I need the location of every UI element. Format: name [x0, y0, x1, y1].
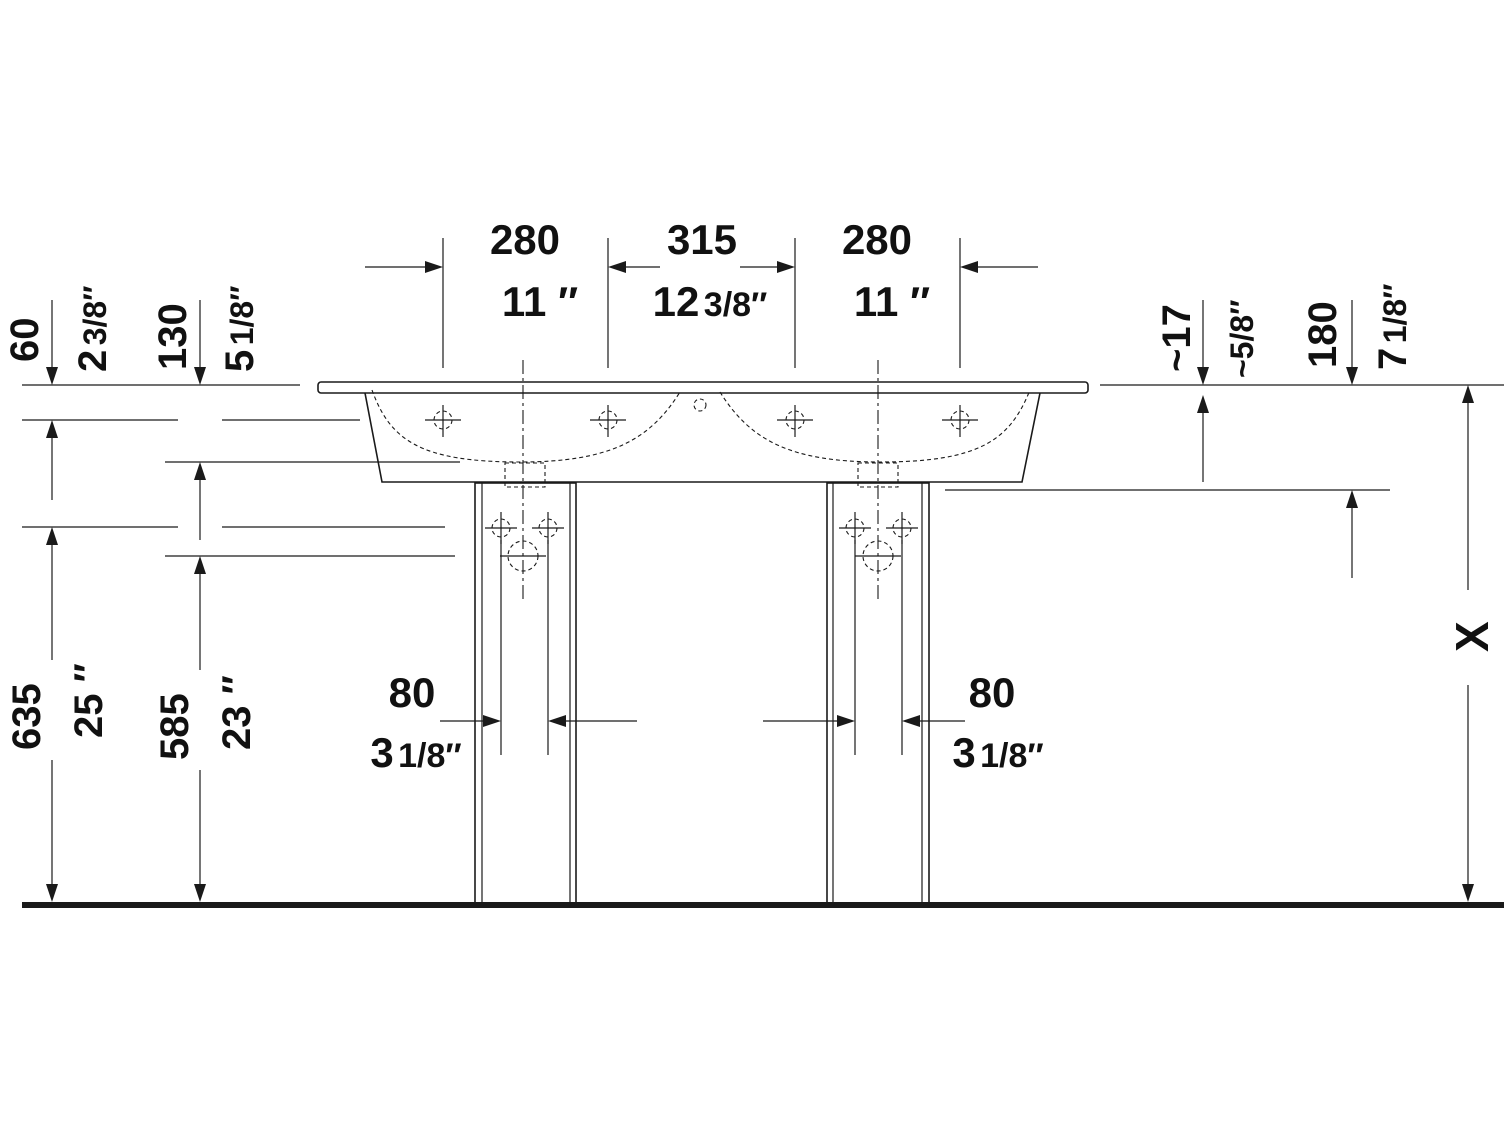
tap-hole-marker-4 [942, 405, 978, 437]
top-center-mm-label: 315 [667, 216, 737, 263]
right-bowl-outline [719, 389, 1031, 463]
left-rim-inch-label: 2 3/8″ [71, 285, 115, 372]
right-leg-mm-label: 80 [969, 669, 1016, 716]
right-rim-inch-label: ~5/8″ [1224, 300, 1260, 379]
variable-height-arrow [1462, 385, 1474, 902]
variable-height-label: X [1446, 621, 1498, 652]
right-depth-mm-label: 180 [1301, 301, 1345, 368]
right-depth-inch-label: 7 1/8″ [1371, 283, 1415, 370]
right-depth-arrow [1346, 300, 1358, 578]
right-leg [826, 482, 930, 904]
right-leg-inch-whole: 3 [952, 729, 975, 776]
left-height-inch-label: 25 ″ [67, 663, 111, 738]
left-height-635-arrow [46, 527, 58, 902]
left-bowl-outline [371, 389, 681, 463]
right-rim-mm-label: ~17 [1155, 304, 1199, 372]
tap-hole-marker-2 [590, 405, 626, 437]
basin-rim [317, 381, 1089, 394]
left-leg-inch-label: 3 1/8″ [370, 729, 461, 776]
top-center-inch-frac: 3/8″ [704, 286, 768, 324]
left-depth-mm-label: 130 [151, 303, 195, 370]
left-drain-height-inch-label: 23 ″ [215, 675, 259, 750]
left-depth-inch-whole: 5 [218, 350, 262, 372]
right-leg-inch-label: 3 1/8″ [952, 729, 1043, 776]
left-leg-inch-frac: 1/8″ [398, 737, 462, 775]
top-dim-left-arrow [365, 261, 443, 273]
left-depth-arrow [194, 300, 206, 540]
tap-hole-marker-1 [425, 405, 461, 437]
basin-body [364, 392, 1041, 483]
top-right-inch-label: 11 ″ [854, 278, 930, 325]
top-left-inch-label: 11 ″ [502, 278, 578, 325]
right-rim-arrow [1197, 300, 1209, 482]
left-height-mm-label: 635 [5, 683, 49, 750]
right-leg-inch-frac: 1/8″ [980, 737, 1044, 775]
top-right-mm-label: 280 [842, 216, 912, 263]
top-dim-right-arrow [960, 261, 1038, 273]
top-center-inch-whole: 12 [653, 278, 700, 325]
left-leg [474, 482, 577, 904]
left-depth-inch-label: 5 1/8″ [218, 285, 262, 372]
left-drain-height-mm-label: 585 [153, 693, 197, 760]
left-supply-connections [485, 512, 564, 572]
left-height-585-arrow [194, 556, 206, 902]
top-dim-center-arrows [608, 261, 795, 273]
overflow-hole [693, 398, 707, 412]
left-rim-inch-whole: 2 [71, 350, 115, 372]
top-center-inch-label: 12 3/8″ [653, 278, 768, 325]
left-drain-fitting [504, 462, 546, 488]
right-depth-inch-frac: 1/8″ [1377, 283, 1413, 343]
left-leg-width-arrows [440, 715, 637, 727]
top-left-mm-label: 280 [490, 216, 560, 263]
left-rim-arrow [46, 300, 58, 500]
left-rim-mm-label: 60 [3, 318, 47, 363]
left-depth-inch-frac: 1/8″ [224, 285, 260, 345]
left-leg-inch-whole: 3 [370, 729, 393, 776]
right-supply-connections [839, 512, 918, 572]
left-rim-inch-frac: 3/8″ [77, 285, 113, 345]
tap-hole-marker-3 [777, 405, 813, 437]
right-depth-inch-whole: 7 [1371, 348, 1415, 370]
left-leg-mm-label: 80 [389, 669, 436, 716]
right-leg-width-arrows [763, 715, 965, 727]
